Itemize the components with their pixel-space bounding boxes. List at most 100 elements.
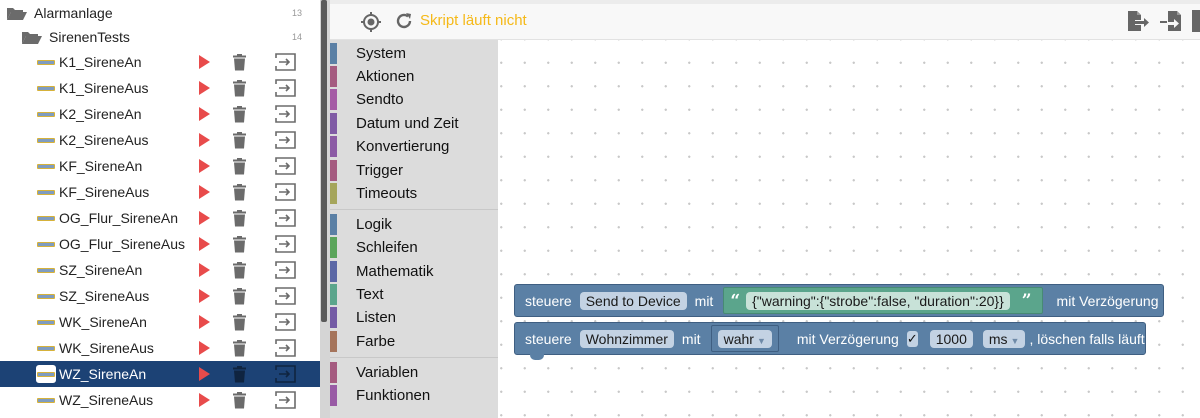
script-item[interactable]: K1_SireneAn [0,49,320,75]
category-datum-und-zeit[interactable]: Datum und Zeit [330,112,498,134]
script-blockly-icon [37,343,55,353]
export-icon[interactable] [275,261,296,279]
category-label: Mathematik [356,262,434,280]
play-icon[interactable] [199,133,210,147]
refresh-icon[interactable] [394,11,414,36]
script-item[interactable]: OG_Flur_SireneAus [0,231,320,257]
play-icon[interactable] [199,55,210,69]
script-item[interactable]: SZ_SireneAus [0,283,320,309]
control-block-send-to-device[interactable]: steuere Send to Device mit “ {"warning":… [514,284,1164,317]
boolean-dropdown[interactable]: wahr▼ [717,329,772,348]
trash-icon[interactable] [233,79,246,97]
text-value-field[interactable]: {"warning":{"strobe":false, "duration":2… [746,291,1010,310]
trash-icon[interactable] [233,365,246,383]
category-logik[interactable]: Logik [330,213,498,235]
category-variablen[interactable]: Variablen [330,361,498,383]
script-item[interactable]: OG_Flur_SireneAn [0,205,320,231]
export-icon[interactable] [275,105,296,123]
tree-scrollbar-thumb[interactable] [321,0,327,322]
trash-icon[interactable] [233,261,246,279]
trash-icon[interactable] [233,209,246,227]
play-icon[interactable] [199,289,210,303]
quote-close-icon: ” [1021,290,1032,311]
export-icon[interactable] [275,339,296,357]
logic-boolean-block[interactable]: wahr▼ [710,325,779,352]
export-icon[interactable] [275,391,296,409]
play-icon[interactable] [199,341,210,355]
category-timeouts[interactable]: Timeouts [330,182,498,204]
trash-icon[interactable] [233,313,246,331]
play-icon[interactable] [199,263,210,277]
device-field[interactable]: Send to Device [579,291,687,310]
play-icon[interactable] [199,237,210,251]
trash-icon[interactable] [233,53,246,71]
trash-icon[interactable] [233,287,246,305]
script-item[interactable]: K1_SireneAus [0,75,320,101]
category-mathematik[interactable]: Mathematik [330,260,498,282]
export-icon[interactable] [275,53,296,71]
script-item[interactable]: SZ_SireneAn [0,257,320,283]
locate-icon[interactable] [360,11,382,38]
category-text[interactable]: Text [330,284,498,306]
category-label: Trigger [356,161,403,179]
folder-sirenentests[interactable]: SirenenTests 14 [0,24,320,50]
play-icon[interactable] [199,393,210,407]
text-block[interactable]: “ {"warning":{"strobe":false, "duration"… [723,287,1043,314]
play-icon[interactable] [199,159,210,173]
trash-icon[interactable] [233,391,246,409]
trash-icon[interactable] [233,339,246,357]
category-sendto[interactable]: Sendto [330,89,498,111]
category-funktionen[interactable]: Funktionen [330,385,498,407]
trash-icon[interactable] [233,183,246,201]
category-listen[interactable]: Listen [330,307,498,329]
script-item[interactable]: KF_SireneAn [0,153,320,179]
script-item[interactable]: K2_SireneAus [0,127,320,153]
export-icon[interactable] [275,131,296,149]
script-name: K2_SireneAn [59,106,142,122]
play-icon[interactable] [199,107,210,121]
play-icon[interactable] [199,211,210,225]
export-icon[interactable] [275,287,296,305]
control-block-wohnzimmer[interactable]: steuere Wohnzimmer mit wahr▼ mit Verzöge… [514,322,1146,355]
trash-icon[interactable] [233,157,246,175]
trash-icon[interactable] [233,235,246,253]
export-file-icon[interactable] [1126,10,1150,37]
script-item[interactable]: WZ_SireneAn [0,361,320,387]
export-icon[interactable] [275,183,296,201]
category-farbe[interactable]: Farbe [330,330,498,352]
category-aktionen[interactable]: Aktionen [330,65,498,87]
trash-icon[interactable] [233,131,246,149]
category-separator [330,208,498,210]
delay-checkbox[interactable]: ✓ [906,330,918,347]
script-item[interactable]: KF_SireneAus [0,179,320,205]
play-icon[interactable] [199,185,210,199]
play-icon[interactable] [199,315,210,329]
category-label: Schleifen [356,239,418,257]
folder-name: SirenenTests [49,29,130,45]
script-item[interactable]: WZ_SireneAus [0,387,320,413]
play-icon[interactable] [199,81,210,95]
more-icon[interactable] [1192,10,1200,32]
script-item[interactable]: WK_SireneAus [0,335,320,361]
script-item[interactable]: K2_SireneAn [0,101,320,127]
category-schleifen[interactable]: Schleifen [330,237,498,259]
export-icon[interactable] [275,209,296,227]
trash-icon[interactable] [233,105,246,123]
device-field[interactable]: Wohnzimmer [579,329,674,348]
blockly-workspace[interactable]: steuere Send to Device mit “ {"warning":… [498,40,1200,418]
unit-dropdown[interactable]: ms▼ [982,329,1026,348]
export-icon[interactable] [275,313,296,331]
export-icon[interactable] [275,79,296,97]
export-icon[interactable] [275,365,296,383]
export-icon[interactable] [275,235,296,253]
category-trigger[interactable]: Trigger [330,159,498,181]
unit-value: ms [988,330,1008,347]
folder-alarmanlage[interactable]: Alarmanlage 13 [0,0,320,26]
import-file-icon[interactable] [1159,10,1185,37]
script-item[interactable]: WK_SireneAn [0,309,320,335]
play-icon[interactable] [199,367,210,381]
export-icon[interactable] [275,157,296,175]
delay-value-field[interactable]: 1000 [929,329,973,348]
category-system[interactable]: System [330,42,498,64]
category-konvertierung[interactable]: Konvertierung [330,136,498,158]
